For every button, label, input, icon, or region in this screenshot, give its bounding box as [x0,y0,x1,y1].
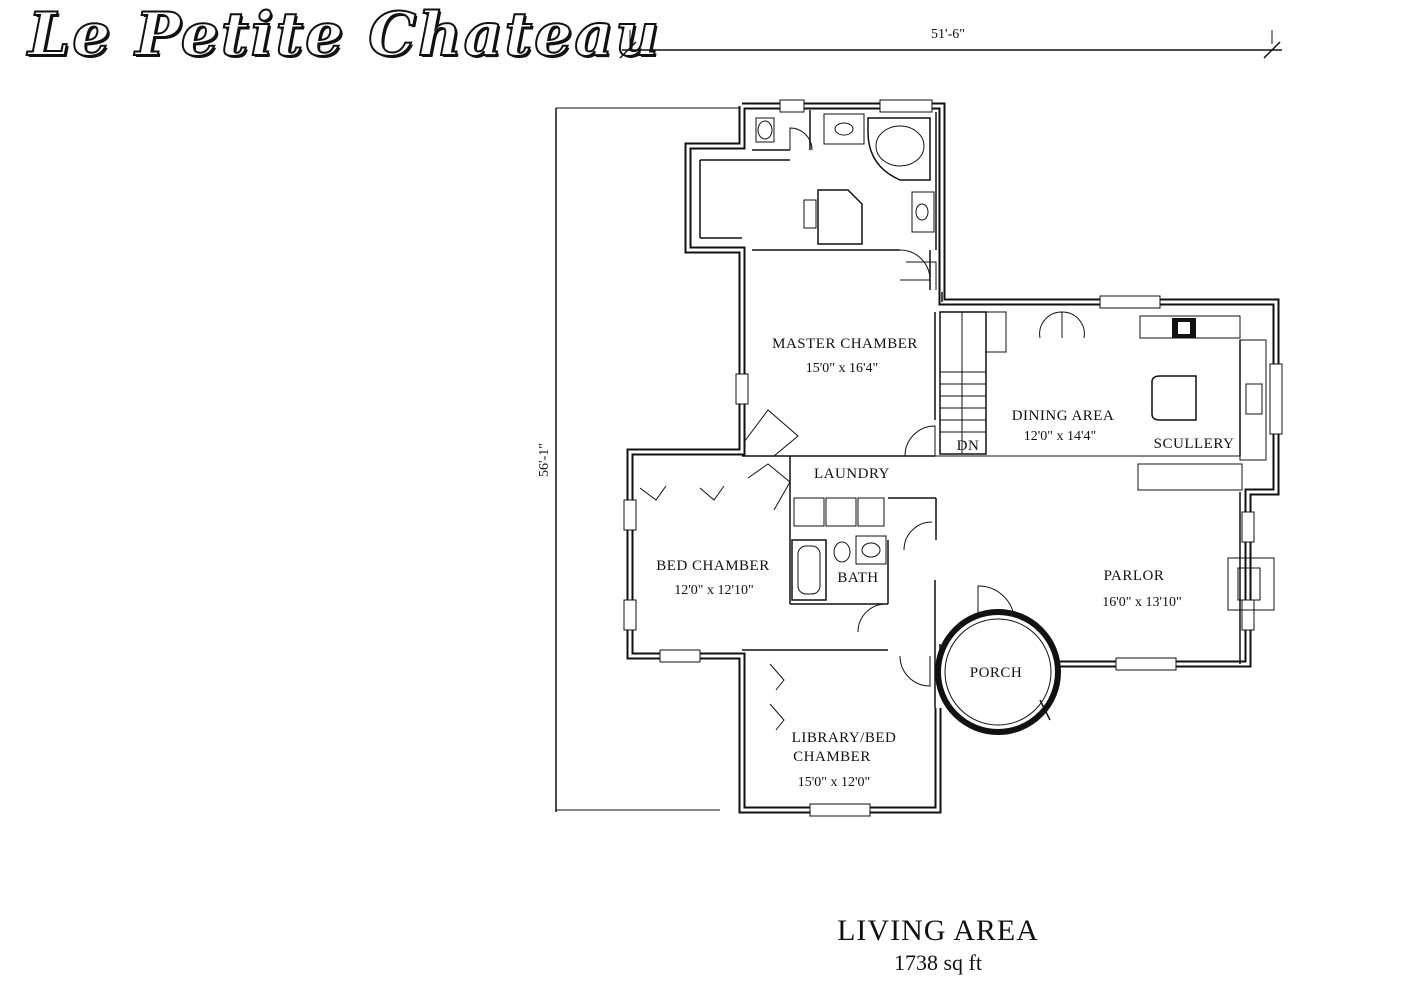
depth-dimension-line [555,107,740,812]
bed-chamber-label: BED CHAMBER [656,558,769,574]
fixtures [755,113,1275,611]
porch-turret [935,609,1061,735]
parlor-label: PARLOR [1104,568,1165,584]
library-size: 15'0" x 12'0" [798,775,870,790]
stair-down-label: DN [957,438,980,454]
library-label-line2: CHAMBER [793,749,871,765]
width-dimension-line [619,30,1282,59]
depth-dimension-label: 56'-1" [537,443,552,477]
master-chamber-size: 15'0" x 16'4" [806,361,878,376]
plan-title: Le Petite Chateau [27,0,661,71]
laundry-label: LAUNDRY [814,466,890,482]
stair [939,311,1007,455]
parlor-size: 16'0" x 13'10" [1102,595,1181,610]
library-label-line1: LIBRARY/BED [792,730,897,746]
master-chamber-label: MASTER CHAMBER [772,336,918,352]
bed-chamber-size: 12'0" x 12'10" [674,583,753,598]
scullery-label: SCULLERY [1154,436,1235,452]
footer-area: 1738 sq ft [894,950,982,975]
width-dimension-label: 51'-6" [931,27,965,42]
dining-area-size: 12'0" x 14'4" [1024,429,1096,444]
windows [623,99,1283,817]
porch-label: PORCH [970,665,1023,681]
bath-label: BATH [837,570,878,586]
dining-area-label: DINING AREA [1012,408,1115,424]
footer-title: LIVING AREA [837,914,1039,947]
